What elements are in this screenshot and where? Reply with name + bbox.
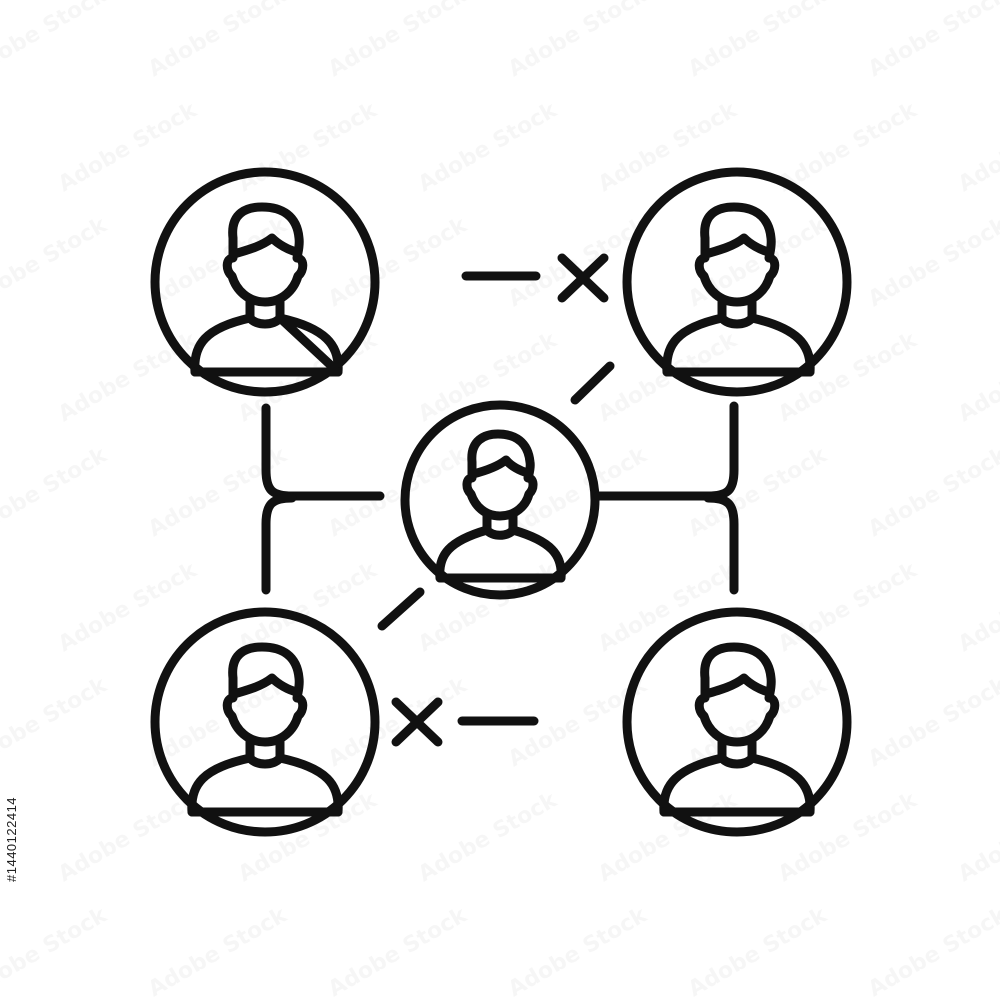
person-icon bbox=[190, 202, 343, 377]
avatar-bottom-right bbox=[622, 607, 852, 837]
top-broken-link bbox=[461, 253, 609, 303]
left-bracket-link bbox=[261, 403, 385, 595]
person-icon bbox=[662, 202, 815, 377]
avatar-circle bbox=[622, 607, 852, 837]
avatar-bottom-left bbox=[150, 607, 380, 837]
avatar-circle bbox=[400, 400, 600, 600]
avatar-top-right bbox=[622, 167, 852, 397]
avatar-center bbox=[400, 400, 600, 600]
bottom-broken-link bbox=[391, 697, 539, 747]
person-icon bbox=[659, 642, 815, 817]
avatar-circle bbox=[622, 167, 852, 397]
diagonal-link-lower bbox=[377, 587, 425, 631]
avatar-top-left bbox=[150, 167, 380, 397]
diagonal-link-upper bbox=[570, 361, 615, 405]
right-bracket-link bbox=[593, 401, 739, 595]
avatar-circle bbox=[150, 167, 380, 397]
stock-id-label: #1440122414 bbox=[4, 796, 19, 882]
person-icon bbox=[435, 429, 566, 583]
avatar-circle bbox=[150, 607, 380, 837]
person-icon bbox=[187, 642, 343, 817]
